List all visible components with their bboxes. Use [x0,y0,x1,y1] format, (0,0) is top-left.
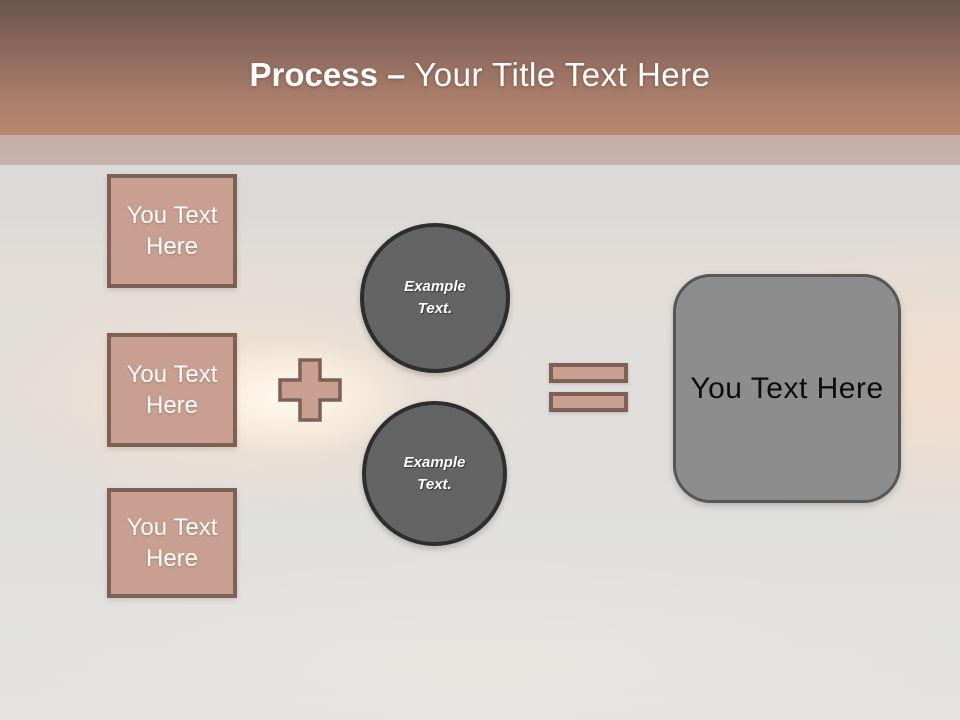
equals-operator-icon [549,363,628,412]
title-keyword: Process [249,55,378,93]
result-box-label: You Text Here [690,371,884,405]
input-box-3-label: You Text Here [126,514,218,572]
plus-shape [278,358,342,422]
slide-header: Process – Your Title Text Here [0,0,960,135]
example-circle-2-label: Example Text. [403,453,466,493]
input-box-1-label: You Text Here [126,202,218,260]
example-circle-1[interactable]: Example Text. [360,223,510,373]
page-title: Process – Your Title Text Here [250,42,711,94]
title-dash: – [386,55,406,93]
header-accent-strip [0,135,960,165]
example-circle-2[interactable]: Example Text. [362,401,507,546]
process-result-box[interactable]: You Text Here [673,274,901,503]
equals-bar-bottom [549,392,628,412]
input-box-2-label: You Text Here [126,361,218,419]
process-input-box-2[interactable]: You Text Here [107,333,237,447]
process-input-box-1[interactable]: You Text Here [107,174,237,288]
example-circle-1-label: Example Text. [404,278,466,317]
process-input-box-3[interactable]: You Text Here [107,488,237,598]
equals-bar-top [549,363,628,383]
title-subtitle: Your Title Text Here [414,55,711,93]
plus-operator-icon [278,358,342,422]
